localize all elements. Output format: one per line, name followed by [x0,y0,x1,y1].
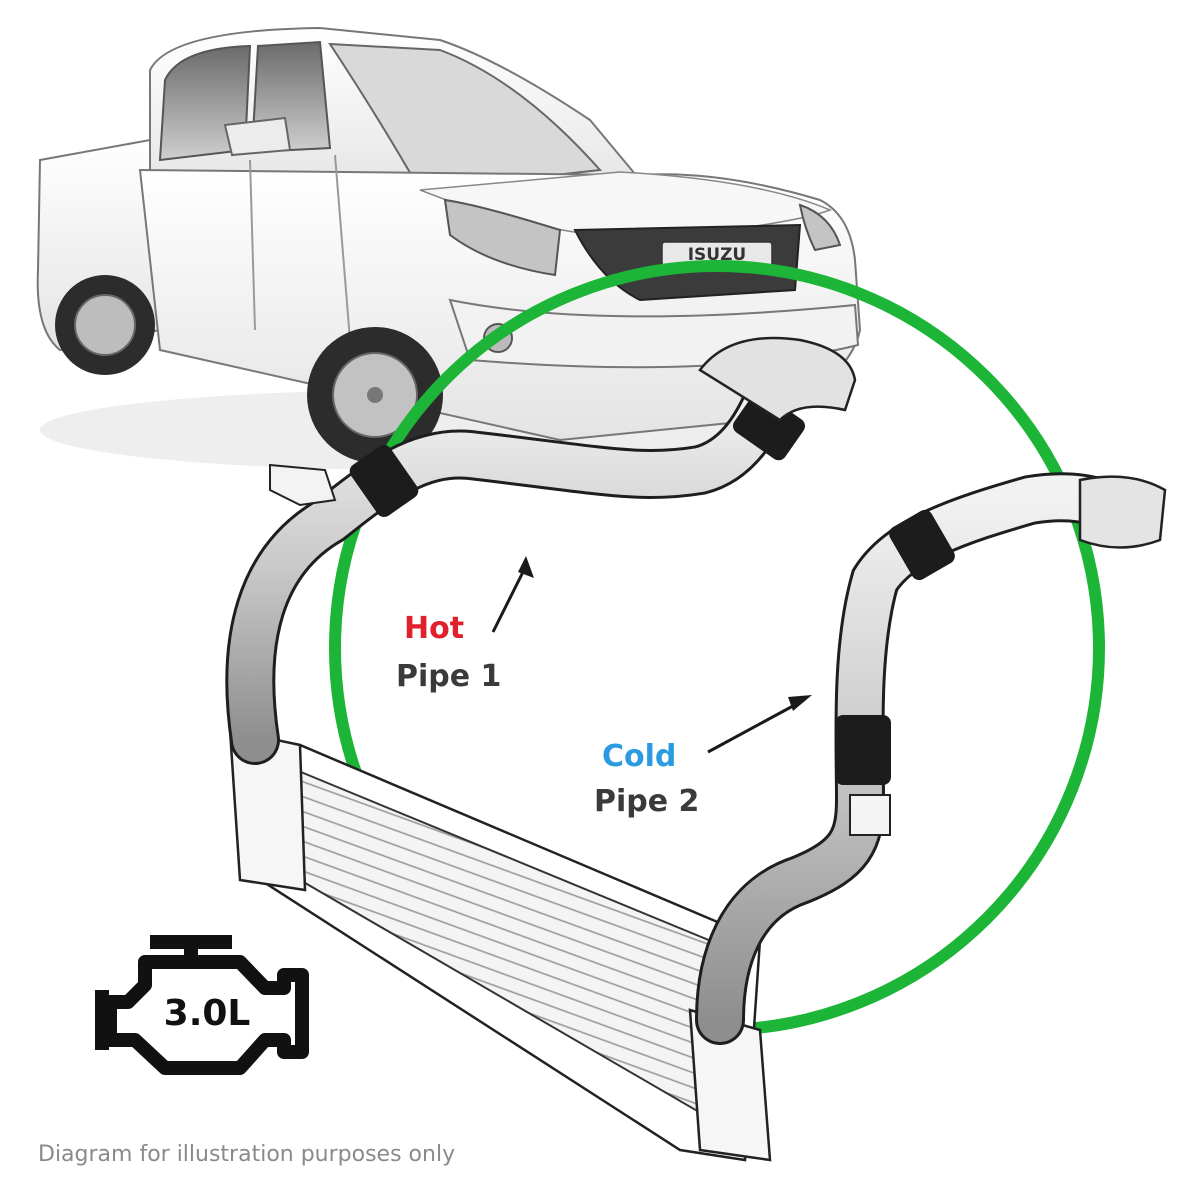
intercooler-core [228,728,772,1162]
hot-label: Hot [404,611,465,646]
pickup-truck-illustration [36,26,862,470]
hot-pipe-1 [225,336,857,765]
cold-pipe-2 [695,472,1167,1045]
cold-label: Cold [602,739,677,774]
cold-pointer-arrow [707,695,812,754]
disclaimer-caption: Diagram for illustration purposes only [38,1142,456,1167]
engine-icon [95,935,309,1075]
pipe-1-label: Pipe 1 [396,659,502,694]
engine-displacement: 3.0L [163,993,251,1034]
pipe-2-label: Pipe 2 [594,784,700,819]
hot-pointer-arrow [491,556,534,633]
grille-badge: ISUZU [688,245,747,265]
